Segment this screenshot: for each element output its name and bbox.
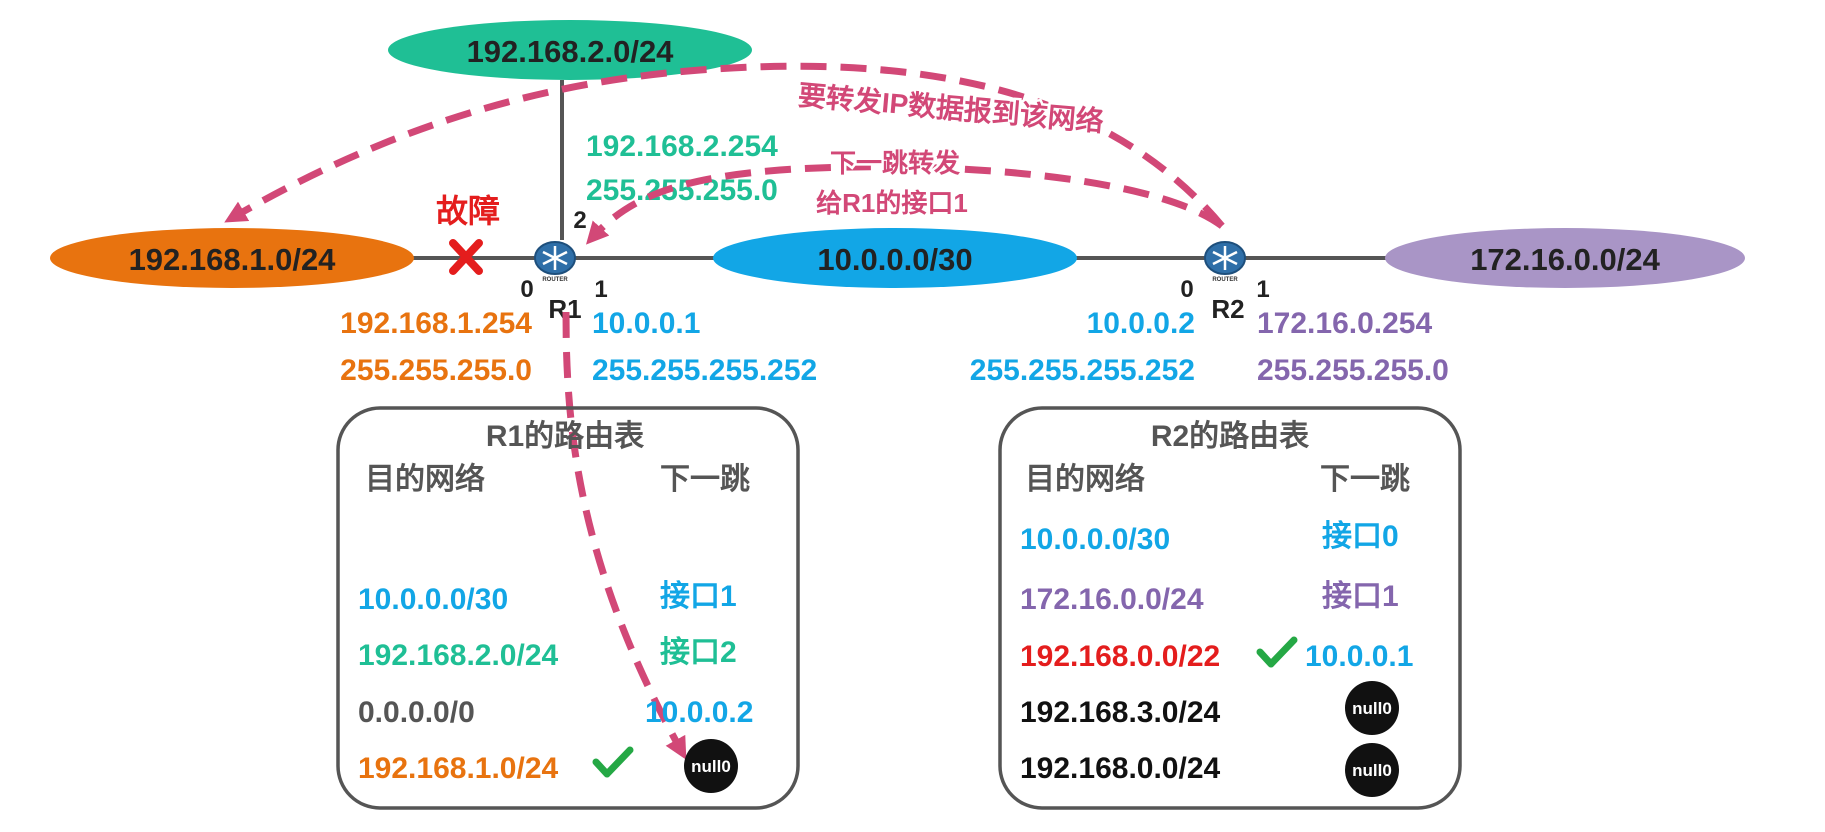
annotation-forward: 要转发IP数据报到该网络	[797, 79, 1105, 138]
route-dest: 192.168.3.0/24	[1020, 696, 1221, 729]
route-next: 10.0.0.1	[1305, 640, 1413, 673]
route-next: null0	[1352, 761, 1392, 780]
null0-badge	[1345, 743, 1399, 797]
route-next: 接口1	[660, 580, 737, 613]
r1-port2-label: 2	[573, 207, 586, 234]
route-dest: 172.16.0.0/24	[1020, 583, 1204, 616]
fault-label: 故障	[436, 193, 500, 229]
interface-r1-if0: 192.168.1.254 255.255.255.0	[340, 307, 532, 387]
annotations: 要转发IP数据报到该网络 下一跳转发 给R1的接口1	[794, 76, 1107, 220]
subnet-mask: 255.255.255.252	[592, 354, 817, 387]
route-next: 接口1	[1322, 580, 1399, 613]
ip-address: 10.0.0.2	[1087, 307, 1195, 340]
r2-port0-label: 0	[1180, 276, 1193, 303]
check-icon	[1256, 636, 1298, 668]
subnet-mask: 255.255.255.252	[970, 354, 1195, 387]
packet-path	[224, 62, 1225, 760]
network-link: 10.0.0.0/30	[713, 228, 1077, 288]
network-ellipse-link	[713, 228, 1077, 288]
interface-r1-if1: 10.0.0.1 255.255.255.252	[592, 307, 817, 387]
router-label-r2: R2	[1211, 294, 1244, 324]
arrow-r2-to-lan1	[224, 62, 1225, 229]
network-label-lan3: 172.16.0.0/24	[1470, 242, 1660, 277]
table-frame	[998, 406, 1462, 810]
route-next: 接口0	[1322, 520, 1399, 553]
subnet-mask: 255.255.255.0	[340, 354, 532, 387]
interface-r2-if1: 172.16.0.254 255.255.255.0	[1257, 307, 1449, 387]
r1-port1-label: 1	[594, 276, 607, 303]
network-lan2: 192.168.2.0/24	[388, 20, 752, 80]
arrow-r1-to-null0	[562, 311, 687, 760]
null0-badge	[684, 739, 738, 793]
network-ellipse-lan1	[50, 228, 414, 288]
null0-badge	[1345, 681, 1399, 735]
network-lan1: 192.168.1.0/24	[50, 228, 414, 288]
fault-cross-icon	[449, 239, 483, 275]
router-icon-label: ROUTER	[542, 277, 568, 283]
route-next: null0	[691, 757, 731, 776]
route-dest: 0.0.0.0/0	[358, 696, 475, 729]
route-dest: 192.168.1.0/24	[358, 752, 559, 785]
route-dest: 192.168.2.0/24	[358, 639, 559, 672]
ip-address: 192.168.2.254	[586, 130, 778, 163]
table-title: R2的路由表	[1151, 420, 1309, 453]
router-arrows-icon	[1212, 246, 1238, 270]
annotation-next-hop-1: 下一跳转发	[830, 148, 960, 178]
router-icon-label: ROUTER	[1212, 277, 1238, 283]
route-next: 10.0.0.2	[645, 696, 753, 729]
ip-address: 10.0.0.1	[592, 307, 700, 340]
route-dest: 192.168.0.0/22	[1020, 640, 1220, 673]
interface-r2-if0: 10.0.0.2 255.255.255.252	[970, 307, 1195, 387]
route-dest: 10.0.0.0/30	[1020, 523, 1170, 556]
ip-address: 172.16.0.254	[1257, 307, 1432, 340]
network-label-lan2: 192.168.2.0/24	[467, 34, 675, 69]
column-header-next: 下一跳	[660, 463, 750, 496]
column-header-dest: 目的网络	[365, 462, 485, 496]
route-dest: 10.0.0.0/30	[358, 583, 508, 616]
route-next: 接口2	[660, 636, 737, 669]
interface-r1-if2: 192.168.2.254 255.255.255.0	[586, 130, 778, 207]
check-icon	[592, 746, 634, 778]
network-label-lan1: 192.168.1.0/24	[129, 242, 337, 277]
subnet-mask: 255.255.255.0	[586, 174, 778, 207]
annotation-next-hop-2: 给R1的接口1	[816, 188, 968, 218]
fault-marker: 故障	[436, 193, 500, 275]
r2-port1-label: 1	[1256, 276, 1269, 303]
column-header-dest: 目的网络	[1025, 462, 1145, 496]
network-ellipse-lan3	[1385, 228, 1745, 288]
table-title: R1的路由表	[486, 420, 644, 453]
table-frame	[336, 406, 800, 810]
r2-routing-table: R2的路由表 目的网络 下一跳 10.0.0.0/30 接口0 172.16.0…	[998, 406, 1462, 810]
network-label-link: 10.0.0.0/30	[817, 242, 972, 277]
subnet-mask: 255.255.255.0	[1257, 354, 1449, 387]
route-next: null0	[1352, 699, 1392, 718]
network-ellipse-lan2	[388, 20, 752, 80]
column-header-next: 下一跳	[1320, 463, 1410, 496]
router-arrows-icon	[542, 246, 568, 270]
r1-routing-table: R1的路由表 目的网络 下一跳 10.0.0.0/30 接口1 192.168.…	[336, 406, 800, 810]
router-r2: ROUTER R2 0 1	[1180, 241, 1270, 324]
arrow-r2-to-r1	[585, 163, 1225, 245]
r1-port0-label: 0	[520, 276, 533, 303]
network-lan3: 172.16.0.0/24	[1385, 228, 1745, 288]
route-dest: 192.168.0.0/24	[1020, 752, 1221, 785]
ip-address: 192.168.1.254	[340, 307, 532, 340]
